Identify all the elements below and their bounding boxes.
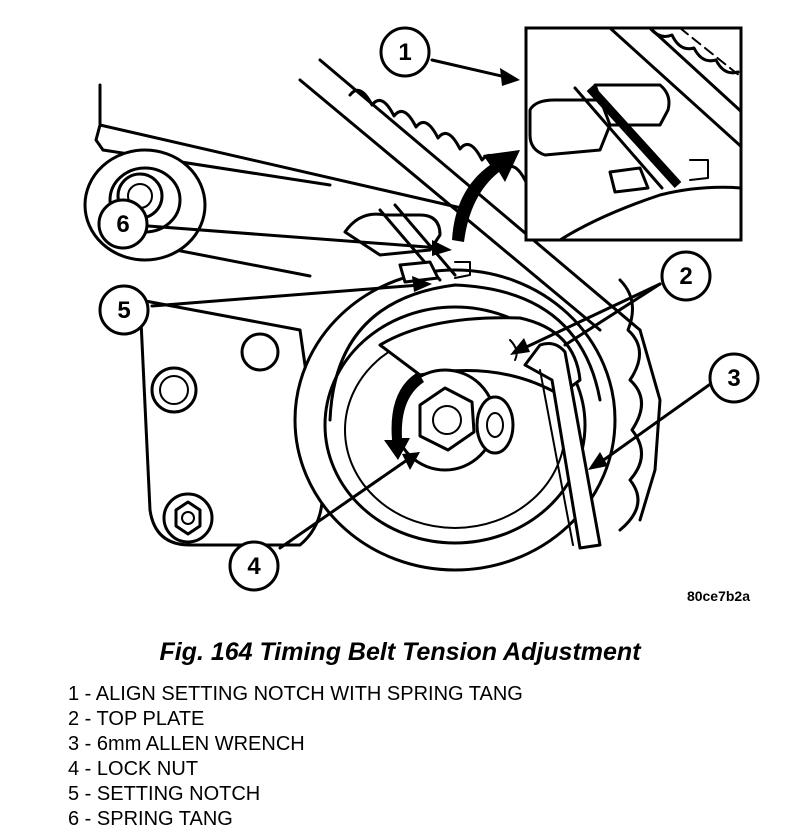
figure-caption: Fig. 164 Timing Belt Tension Adjustment (159, 638, 641, 666)
callout-3: 3 (708, 352, 760, 404)
callout-5: 5 (98, 284, 150, 336)
legend-number: 1 (68, 683, 80, 705)
legend-number: 5 (68, 783, 80, 805)
legend-label: ALIGN SETTING NOTCH WITH SPRING TANG (95, 683, 523, 705)
legend-label: SPRING TANG (96, 808, 233, 830)
callout-4: 4 (228, 540, 280, 592)
lock-nut (393, 368, 515, 472)
legend-item: 1 - ALIGN SETTING NOTCH WITH SPRING TANG (68, 682, 523, 707)
legend-number: 4 (68, 758, 80, 780)
legend-item: 3 - 6mm ALLEN WRENCH (68, 732, 523, 757)
callout-6: 6 (97, 198, 149, 250)
legend-label: TOP PLATE (96, 708, 205, 730)
engine-block (94, 83, 472, 547)
callout-number: 5 (117, 297, 130, 324)
callout-1: 1 (379, 26, 431, 78)
legend-label: LOCK NUT (96, 758, 199, 780)
legend-number: 3 (68, 733, 80, 755)
legend-separator: - (79, 708, 97, 730)
legend-number: 6 (68, 808, 80, 830)
legend-label: SETTING NOTCH (96, 783, 261, 805)
legend-item: 2 - TOP PLATE (68, 707, 523, 732)
legend-label: 6mm ALLEN WRENCH (96, 733, 305, 755)
legend-separator: - (79, 808, 97, 830)
legend-separator: - (79, 758, 97, 780)
figure-code: 80ce7b2a (687, 588, 750, 604)
legend-item: 4 - LOCK NUT (68, 757, 523, 782)
idler-pulley (83, 148, 207, 262)
lower-bolt (162, 492, 214, 544)
leader-lines (146, 58, 718, 550)
rotation-arrow-icon (384, 372, 424, 460)
inset-detail-box (524, 26, 743, 242)
allen-wrench (523, 342, 602, 550)
callout-2: 2 (660, 250, 712, 302)
callout-number: 4 (247, 553, 261, 580)
curved-arrow-icon (452, 150, 520, 242)
callout-number: 1 (398, 39, 411, 66)
legend-item: 5 - SETTING NOTCH (68, 782, 523, 807)
legend-separator: - (79, 733, 97, 755)
legend-number: 2 (68, 708, 80, 730)
legend-separator: - (79, 783, 97, 805)
legend-item: 6 - SPRING TANG (68, 807, 523, 832)
callout-number: 3 (727, 365, 740, 392)
legend-separator: - (79, 683, 96, 705)
callout-number: 2 (679, 263, 692, 290)
callout-number: 6 (116, 211, 129, 238)
legend-list: 1 - ALIGN SETTING NOTCH WITH SPRING TANG… (68, 682, 523, 832)
